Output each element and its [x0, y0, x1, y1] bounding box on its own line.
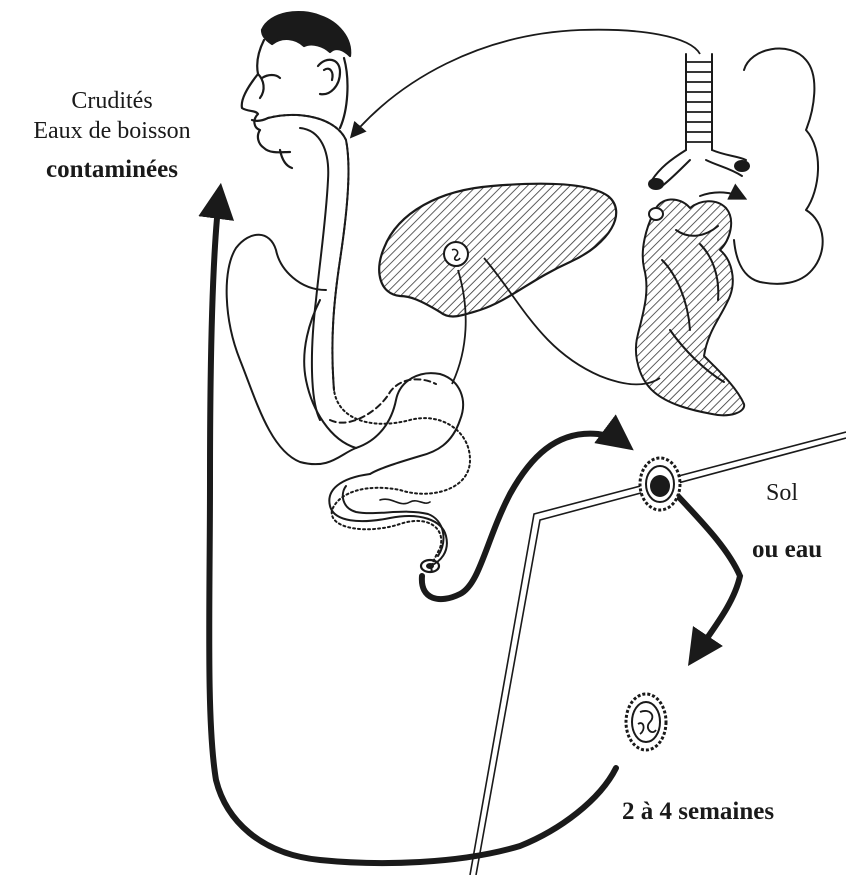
hair — [262, 12, 350, 56]
liver — [379, 184, 616, 317]
colon — [329, 474, 447, 566]
heart — [636, 199, 744, 415]
ear — [318, 60, 340, 95]
arrow-anus-to-egg — [422, 434, 628, 599]
environment-label-line1: Sol — [766, 480, 798, 507]
egg-unembryonated — [640, 458, 680, 510]
esophagus — [268, 115, 470, 572]
environment-label-line2: ou eau — [752, 536, 822, 564]
stomach — [227, 235, 356, 464]
face-profile — [242, 40, 290, 152]
egg-embryonated — [626, 694, 666, 750]
lungs — [636, 49, 823, 416]
source-label-line2: Eaux de boisson — [2, 118, 222, 145]
source-label-line1: Crudités — [48, 88, 176, 115]
liver-cyst — [444, 242, 468, 266]
digestive-tract — [227, 115, 470, 572]
arrow-lungs-to-mouth — [352, 30, 700, 136]
arrow-egg-to-embryonated — [676, 494, 740, 660]
human-head — [242, 12, 350, 168]
duration-label: 2 à 4 semaines — [622, 798, 774, 826]
source-label-line3: contaminées — [14, 156, 210, 184]
liver-shape — [379, 184, 616, 317]
eye — [262, 75, 280, 78]
